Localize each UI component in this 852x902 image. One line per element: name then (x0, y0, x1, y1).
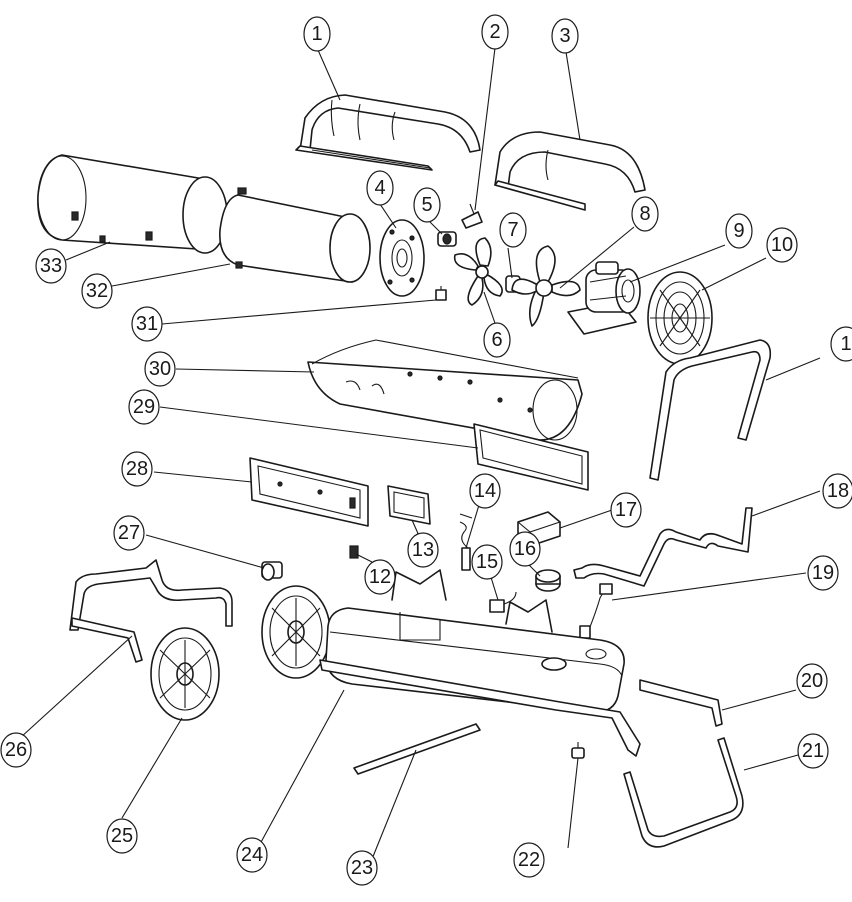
part-upper-rear-shroud (494, 131, 646, 211)
callout-label: 23 (351, 857, 373, 879)
callout-label: 27 (118, 522, 140, 544)
callout-19: 19 (807, 555, 839, 591)
leader-lines (19, 47, 821, 865)
part-rear-handle (649, 339, 772, 481)
callout-label: 29 (133, 396, 155, 418)
callout-17: 17 (610, 492, 642, 528)
callout-29: 29 (128, 389, 160, 425)
callout-7: 7 (499, 212, 527, 248)
callout-label: 13 (412, 539, 434, 561)
callout-33: 33 (35, 248, 67, 284)
callout-28: 28 (121, 451, 153, 487)
callout-label: 17 (615, 499, 637, 521)
part-lower-shroud (307, 339, 583, 441)
callout-4: 4 (366, 170, 394, 206)
part-nozzle (437, 231, 457, 247)
callout-label: 6 (491, 329, 502, 351)
callout-label: 7 (507, 219, 518, 241)
callout-label: 31 (136, 313, 158, 335)
callout-label: 24 (241, 844, 263, 866)
callout-18: 18 (822, 473, 852, 509)
callout-24: 24 (236, 837, 268, 873)
callout-15: 15 (471, 544, 503, 580)
callout-label: 32 (86, 280, 108, 302)
callout-21: 21 (797, 733, 829, 769)
callout-label: 9 (733, 220, 744, 242)
callout-6: 6 (483, 322, 511, 358)
callout-label: 2 (489, 21, 500, 43)
part-sensor-probe (459, 513, 473, 571)
callout-26: 26 (0, 732, 32, 768)
part-fan-blade (511, 245, 581, 327)
part-knob (261, 561, 283, 581)
callout-31: 31 (131, 306, 163, 342)
callout-label: 12 (369, 566, 391, 588)
part-handle-tube (639, 679, 723, 727)
callout-label: 10 (771, 234, 793, 256)
callout-label: 5 (421, 194, 432, 216)
callout-22: 22 (513, 842, 545, 878)
part-switch (349, 545, 359, 559)
part-upper-shroud (295, 94, 481, 171)
callout-16: 16 (509, 531, 541, 567)
part-inner-cylinder (219, 187, 371, 283)
part-u-frame (623, 737, 744, 848)
part-wheel-left (150, 627, 220, 721)
callout-label: 19 (812, 562, 834, 584)
callout-30: 30 (144, 351, 176, 387)
part-axle-rod (353, 723, 481, 775)
callout-label: 1 (311, 23, 322, 45)
callout-3: 3 (551, 18, 579, 54)
callout-14: 14 (469, 473, 501, 509)
callout-1: 1 (303, 16, 331, 52)
callout-13: 13 (407, 532, 439, 568)
callout-label: 3 (559, 25, 570, 47)
part-impeller (453, 237, 503, 306)
callout-label: 1 (840, 333, 851, 355)
part-fuel-cap (535, 569, 561, 592)
callout-label: 33 (40, 255, 62, 277)
callout-20: 20 (796, 663, 828, 699)
callout-label: 15 (476, 551, 498, 573)
callout-label: 26 (5, 739, 27, 761)
callout-label: 25 (111, 825, 133, 847)
part-drain-plug (571, 742, 585, 759)
callout-label: 21 (802, 740, 824, 762)
callout-label: 8 (639, 203, 650, 225)
part-fuel-line (573, 507, 753, 587)
callout-label: 14 (474, 480, 496, 502)
callout-2: 2 (481, 14, 509, 50)
part-gasket-frame (473, 423, 589, 491)
part-bracket (461, 203, 483, 229)
callout-label: 30 (149, 358, 171, 380)
callout-label: 28 (126, 458, 148, 480)
callout-5: 5 (413, 187, 441, 223)
callout-12: 12 (364, 559, 396, 595)
part-fitting (435, 286, 447, 301)
callout-label: 18 (827, 480, 849, 502)
callout-label: 20 (801, 670, 823, 692)
part-outer-cylinder (37, 154, 228, 254)
callout-25: 25 (106, 818, 138, 854)
part-power-cable (579, 583, 613, 639)
callout-32: 32 (81, 273, 113, 309)
part-fuel-tank (319, 569, 641, 757)
callout-9: 9 (725, 213, 753, 249)
callout-27: 27 (113, 515, 145, 551)
part-wheel-mid (261, 585, 331, 679)
callout-label: 4 (374, 177, 385, 199)
part-front-frame (69, 559, 233, 663)
callout-10: 10 (766, 227, 798, 263)
callout-8: 8 (631, 196, 659, 232)
part-fan-guard (647, 271, 713, 365)
callout-23: 23 (346, 850, 378, 886)
part-cover-plate (387, 485, 431, 525)
part-fan-plate (379, 219, 425, 297)
part-control-panel (249, 457, 369, 527)
callout-label: 16 (514, 538, 536, 560)
callout-11: 1 (830, 326, 852, 362)
part-connector (489, 591, 517, 613)
callout-label: 22 (518, 849, 540, 871)
